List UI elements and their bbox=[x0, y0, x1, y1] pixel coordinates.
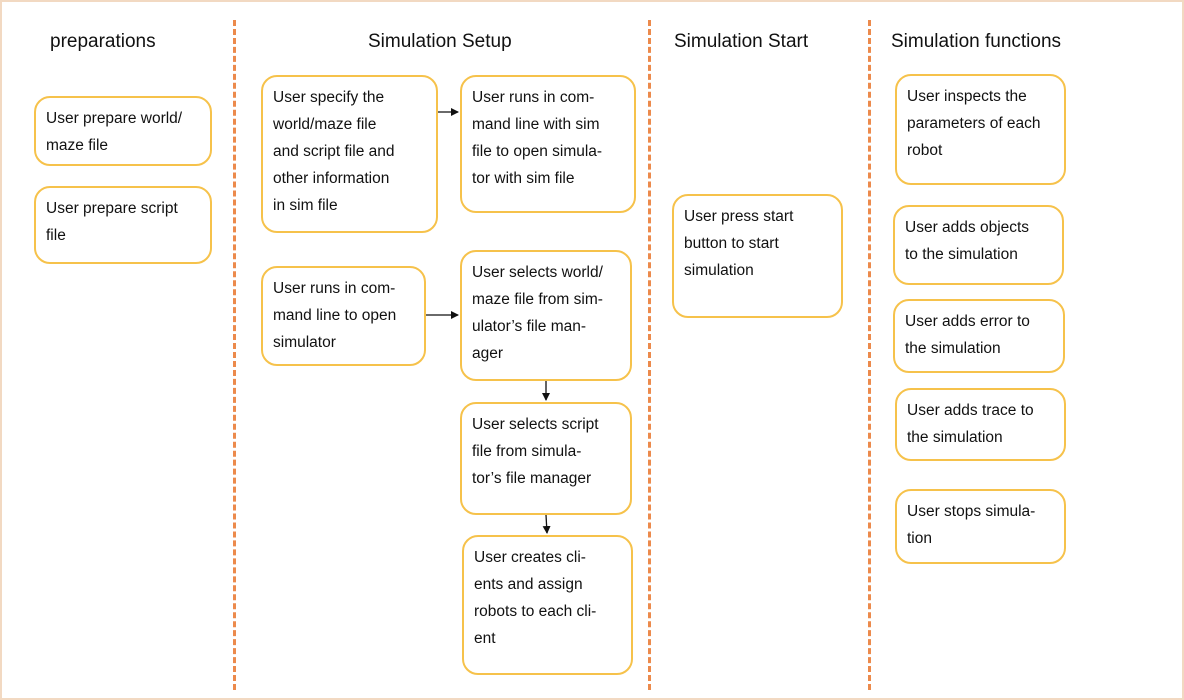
lane-title-simulation-start: Simulation Start bbox=[674, 31, 809, 52]
box-press-start: User press start button to start simulat… bbox=[672, 194, 843, 318]
box-stop-simulation: User stops simula- tion bbox=[895, 489, 1066, 564]
lane-divider-3 bbox=[868, 20, 871, 690]
lane-title-simulation-setup: Simulation Setup bbox=[368, 31, 512, 52]
box-add-objects: User adds objects to the simulation bbox=[893, 205, 1064, 285]
box-prepare-world: User prepare world/ maze file bbox=[34, 96, 212, 166]
box-create-clients: User creates cli- ents and assign robots… bbox=[462, 535, 633, 675]
box-add-trace: User adds trace to the simulation bbox=[895, 388, 1066, 461]
box-run-open-simulator: User runs in com- mand line to open simu… bbox=[261, 266, 426, 366]
lane-divider-2 bbox=[648, 20, 651, 690]
lane-title-simulation-functions: Simulation functions bbox=[891, 31, 1062, 52]
box-select-world-file: User selects world/ maze file from sim- … bbox=[460, 250, 632, 381]
box-inspect-parameters: User inspects the parameters of each rob… bbox=[895, 74, 1066, 185]
arrow-select-script-to-create-clients bbox=[542, 514, 551, 534]
lane-title-preparations: preparations bbox=[50, 31, 156, 52]
box-select-script-file: User selects script file from simula- to… bbox=[460, 402, 632, 515]
box-prepare-script: User prepare script file bbox=[34, 186, 212, 264]
box-run-with-sim-file: User runs in com- mand line with sim fil… bbox=[460, 75, 636, 213]
box-add-error: User adds error to the simulation bbox=[893, 299, 1065, 373]
box-specify-sim-file: User specify the world/maze file and scr… bbox=[261, 75, 438, 233]
lane-divider-1 bbox=[233, 20, 236, 690]
